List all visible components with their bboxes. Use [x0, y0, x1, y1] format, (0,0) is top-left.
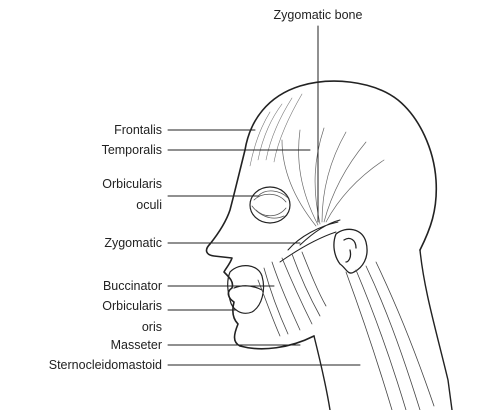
label-temporalis: Temporalis: [0, 143, 162, 157]
label-sternocleidomastoid: Sternocleidomastoid: [0, 358, 162, 372]
ear: [334, 229, 367, 273]
label-orbicularis-oris-line1: Orbicularis: [0, 299, 162, 313]
neck-outline: [314, 250, 452, 410]
label-orbicularis-oculi-line2: oculi: [0, 198, 162, 212]
label-buccinator: Buccinator: [0, 279, 162, 293]
head-outline: [207, 81, 437, 349]
orbicularis-oris-shape: [228, 266, 264, 314]
label-zygomatic-bone: Zygomatic bone: [256, 8, 380, 22]
label-zygomatic: Zygomatic: [0, 236, 162, 250]
label-frontalis: Frontalis: [0, 123, 162, 137]
label-masseter: Masseter: [0, 338, 162, 352]
label-orbicularis-oris-line2: oris: [0, 320, 162, 334]
label-orbicularis-oculi-line1: Orbicularis: [0, 177, 162, 191]
